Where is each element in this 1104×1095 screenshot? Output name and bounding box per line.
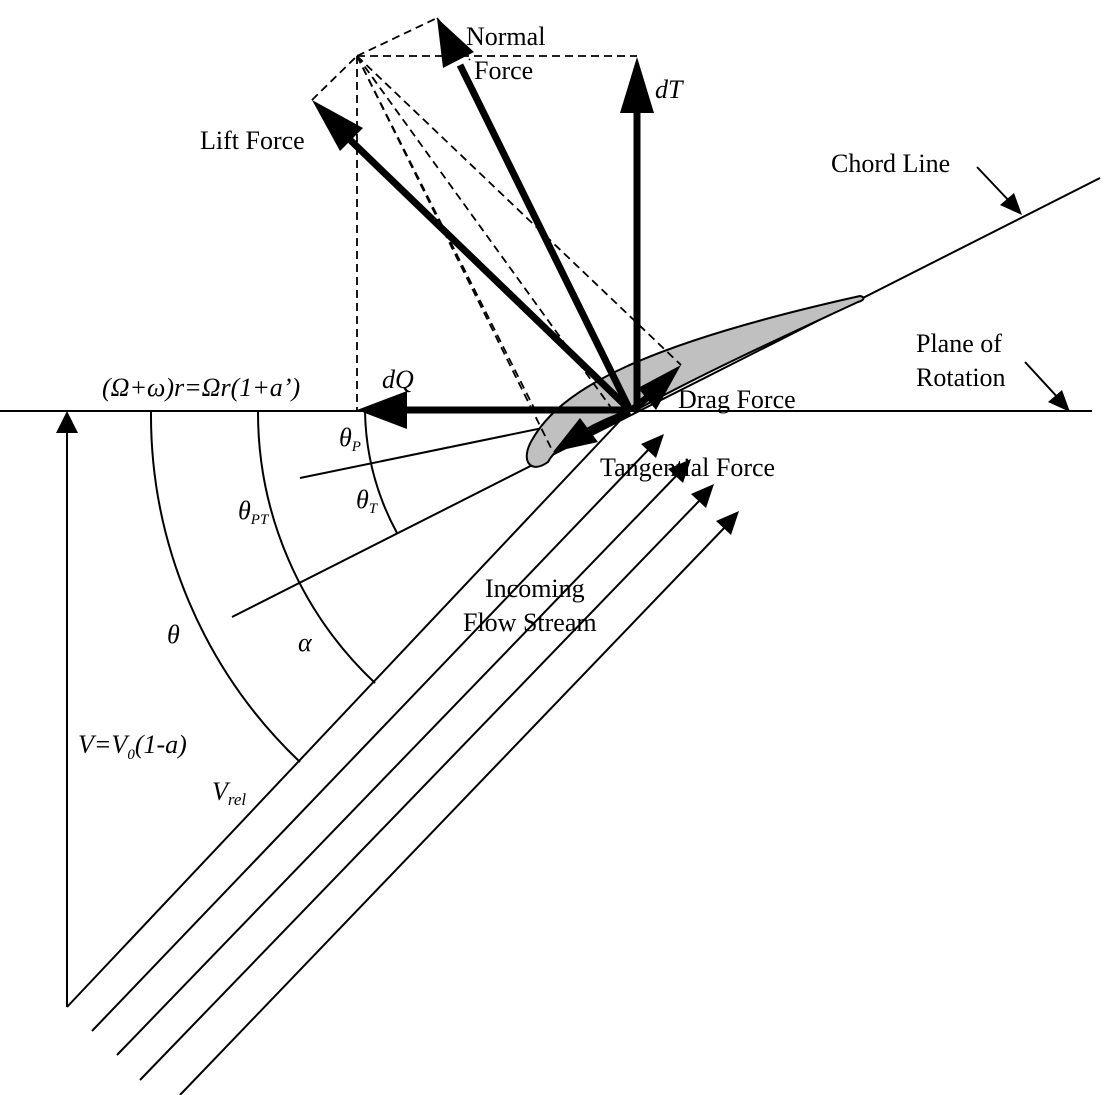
theta-t-label: θT <box>356 485 379 517</box>
construction-line <box>356 55 621 421</box>
rotational-velocity-label: (Ω+ω)r=Ωr(1+a’) <box>102 373 300 402</box>
tangential-force-arrowhead <box>553 418 598 452</box>
tangential-force-vector <box>588 408 632 436</box>
chord-line-pointer <box>976 166 1013 205</box>
construction-line <box>356 55 554 453</box>
theta-pt-arc <box>256 410 376 684</box>
normal-force-label-1: Normal <box>466 22 545 51</box>
torque-arrowhead <box>357 391 407 429</box>
theta-pt-label: θPT <box>238 496 270 528</box>
theta-p-arc <box>364 410 398 534</box>
chord-line <box>231 177 1101 618</box>
axial-velocity-label: V=V0(1-a) <box>78 730 187 763</box>
relative-velocity-label: Vrel <box>212 777 246 809</box>
flow-line <box>139 498 702 1081</box>
incoming-flow-label-1: Incoming <box>485 574 585 603</box>
theta-p-label: θP <box>339 423 361 455</box>
incoming-flow-label-2: Flow Stream <box>463 608 597 637</box>
construction-line <box>311 55 358 101</box>
flow-line <box>91 447 651 1032</box>
flow-arrowhead <box>668 459 691 483</box>
lift-arrowhead <box>312 100 363 151</box>
plane-of-rotation-label-2: Rotation <box>916 363 1006 392</box>
construction-line <box>356 55 682 366</box>
plane-of-rotation-label-1: Plane of <box>916 329 1002 358</box>
flow-arrowhead <box>716 511 739 535</box>
relative-velocity-line <box>66 409 631 1008</box>
airfoil <box>525 294 865 468</box>
theta-arc <box>149 410 301 763</box>
plane-pointer <box>1024 361 1061 401</box>
torque-label: dQ <box>382 365 414 394</box>
lift-vector <box>342 132 633 413</box>
alpha-label: α <box>298 628 313 657</box>
plane-pointer-arrowhead <box>1048 390 1070 412</box>
drag-force-label: Drag Force <box>678 385 796 414</box>
chord-line-label: Chord Line <box>831 149 950 178</box>
normal-force-arrowhead <box>437 18 474 68</box>
chord-line-pointer-arrowhead <box>1000 193 1022 215</box>
flow-line <box>179 525 727 1095</box>
thrust-label: dT <box>655 75 684 104</box>
theta-label: θ <box>167 620 180 649</box>
flow-line <box>116 473 679 1056</box>
normal-force-vector <box>456 63 634 412</box>
tangential-force-label: Tangential Force <box>600 453 775 482</box>
axial-velocity-arrowhead <box>56 411 78 433</box>
normal-force-label-2: Force <box>474 56 533 85</box>
flow-arrowhead <box>691 484 714 508</box>
drag-force-arrowhead <box>638 365 681 410</box>
construction-line <box>356 17 438 57</box>
flow-arrowhead <box>641 434 664 458</box>
thrust-arrowhead <box>620 57 654 113</box>
lift-force-label: Lift Force <box>200 126 305 155</box>
